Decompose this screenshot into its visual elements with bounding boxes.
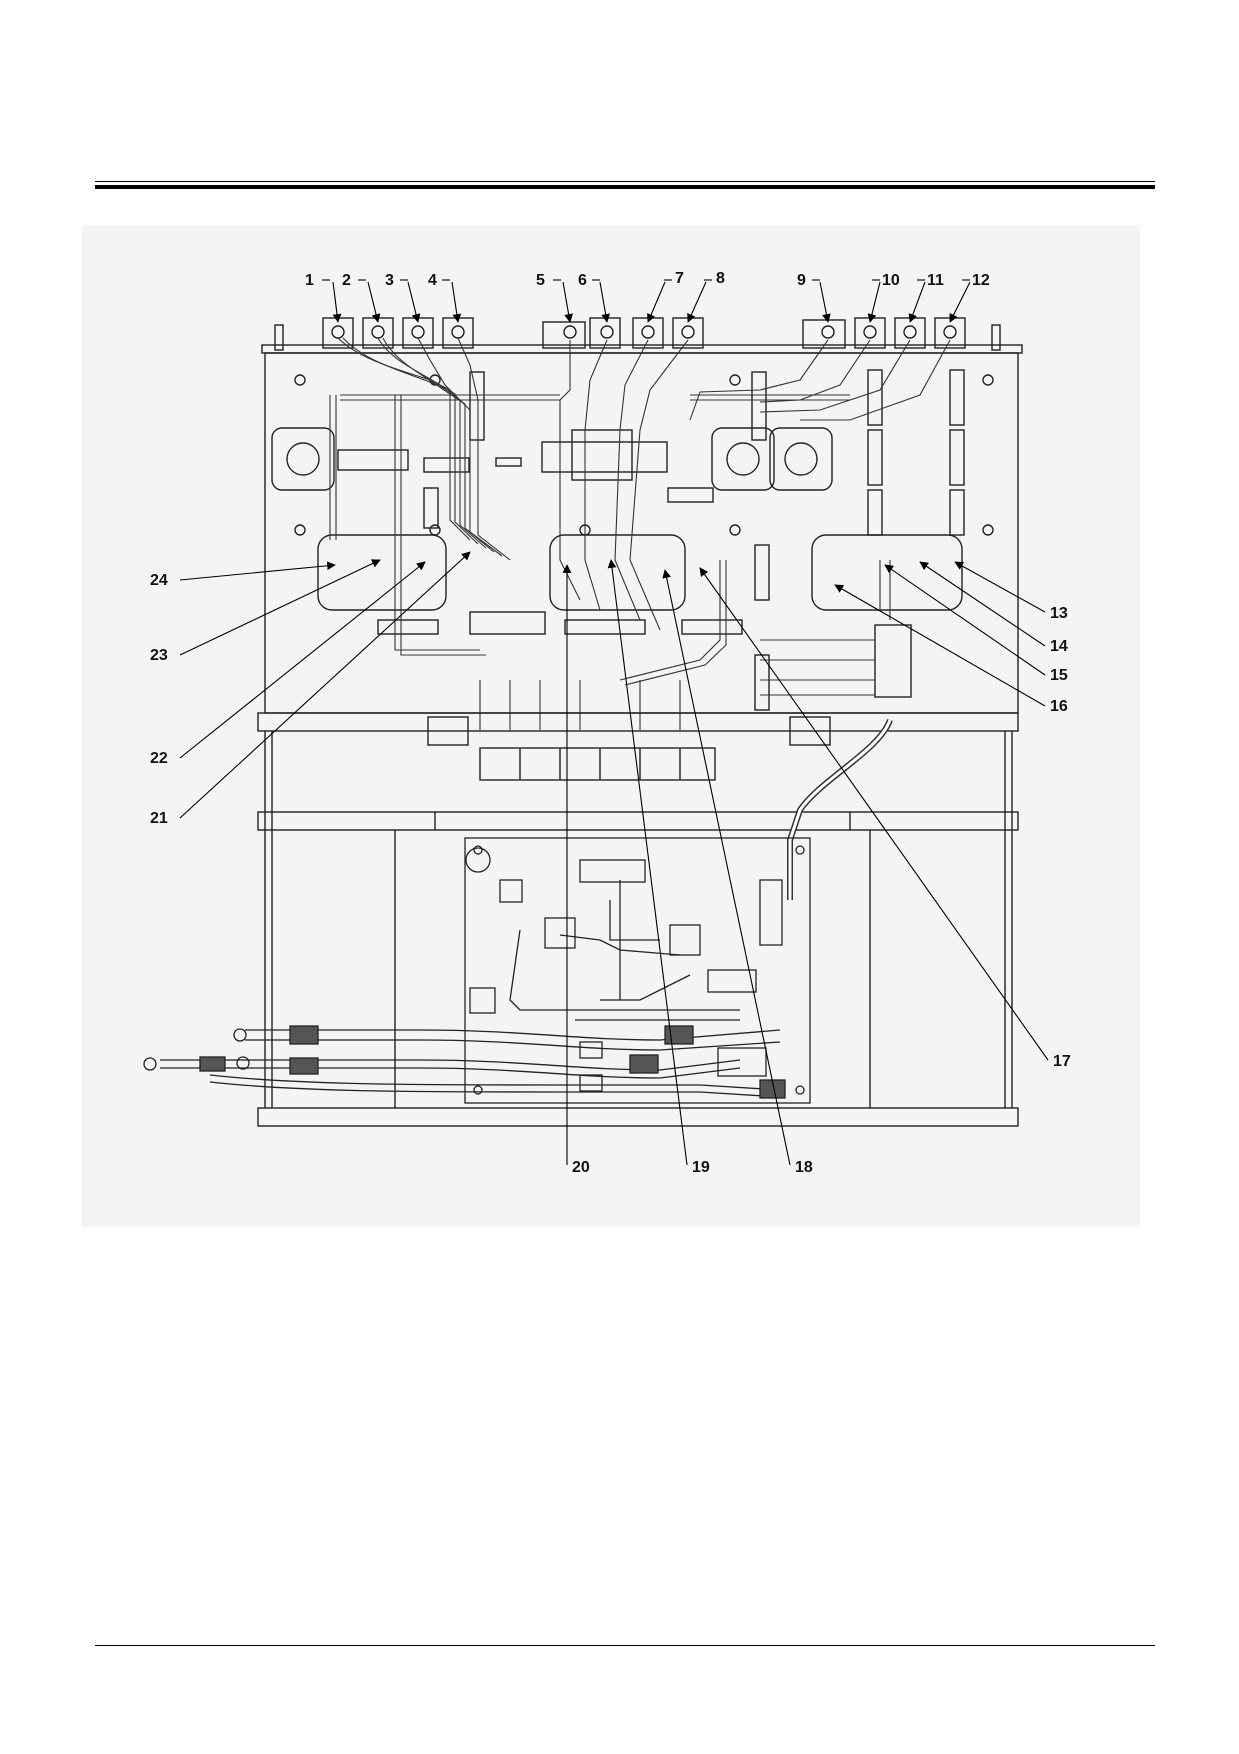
- callout-18: 18: [795, 1159, 813, 1176]
- callout-11: 11: [927, 272, 944, 289]
- callout-10: 10: [882, 272, 900, 289]
- external-hoses: [143, 1025, 786, 1099]
- callout-8: 8: [716, 270, 725, 287]
- callout-16: 16: [1050, 698, 1068, 715]
- hydraulic-lines: [329, 337, 951, 730]
- callout-3: 3: [385, 272, 394, 289]
- callout-1: 1: [305, 272, 314, 289]
- callout-7: 7: [675, 270, 684, 287]
- callout-24: 24: [150, 572, 168, 589]
- lower-subpanel: [464, 837, 811, 1104]
- callout-leaders: [179, 279, 1049, 1166]
- header-rule: [95, 185, 1155, 189]
- callout-2: 2: [342, 272, 351, 289]
- footer-rule: [95, 1645, 1155, 1646]
- callout-22: 22: [150, 750, 168, 767]
- callout-19: 19: [692, 1159, 710, 1176]
- frame-plates: [257, 712, 1019, 1127]
- upper-panel: [261, 317, 1023, 714]
- callout-15: 15: [1050, 667, 1068, 684]
- callout-labels: 1 2 3 4 5 6 7 8 9 10 11 12 13 14 15 16 1…: [150, 270, 1071, 1176]
- callout-5: 5: [536, 272, 545, 289]
- callout-23: 23: [150, 647, 168, 664]
- callout-13: 13: [1050, 605, 1068, 622]
- callout-12: 12: [972, 272, 990, 289]
- callout-21: 21: [150, 810, 168, 827]
- callout-17: 17: [1053, 1053, 1071, 1070]
- header-rule-thin: [95, 181, 1155, 182]
- callout-4: 4: [428, 272, 437, 289]
- callout-9: 9: [797, 272, 806, 289]
- callout-6: 6: [578, 272, 587, 289]
- callout-14: 14: [1050, 638, 1068, 655]
- callout-20: 20: [572, 1159, 590, 1176]
